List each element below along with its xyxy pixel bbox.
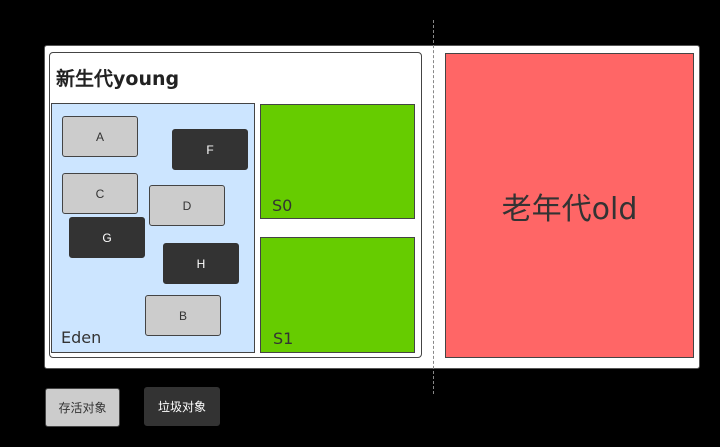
survivor-s1-label: S1 — [273, 329, 294, 348]
survivor-s0-label: S0 — [272, 196, 293, 215]
young-generation-title: 新生代young — [56, 68, 180, 90]
object-f: F — [172, 129, 248, 170]
old-generation: 老年代old — [445, 53, 694, 358]
object-d: D — [149, 185, 225, 226]
object-b: B — [145, 295, 221, 336]
object-a: A — [62, 116, 138, 157]
legend-garbage-object: 垃圾对象 — [144, 387, 220, 426]
generation-divider — [433, 20, 434, 394]
old-generation-label: 老年代old — [501, 191, 638, 227]
survivor-s1 — [260, 237, 415, 353]
object-c: C — [62, 173, 138, 214]
eden-label: Eden — [61, 328, 102, 347]
object-g: G — [69, 217, 145, 258]
survivor-s0 — [260, 104, 415, 219]
legend-live-object: 存活对象 — [45, 388, 120, 427]
object-h: H — [163, 243, 239, 284]
